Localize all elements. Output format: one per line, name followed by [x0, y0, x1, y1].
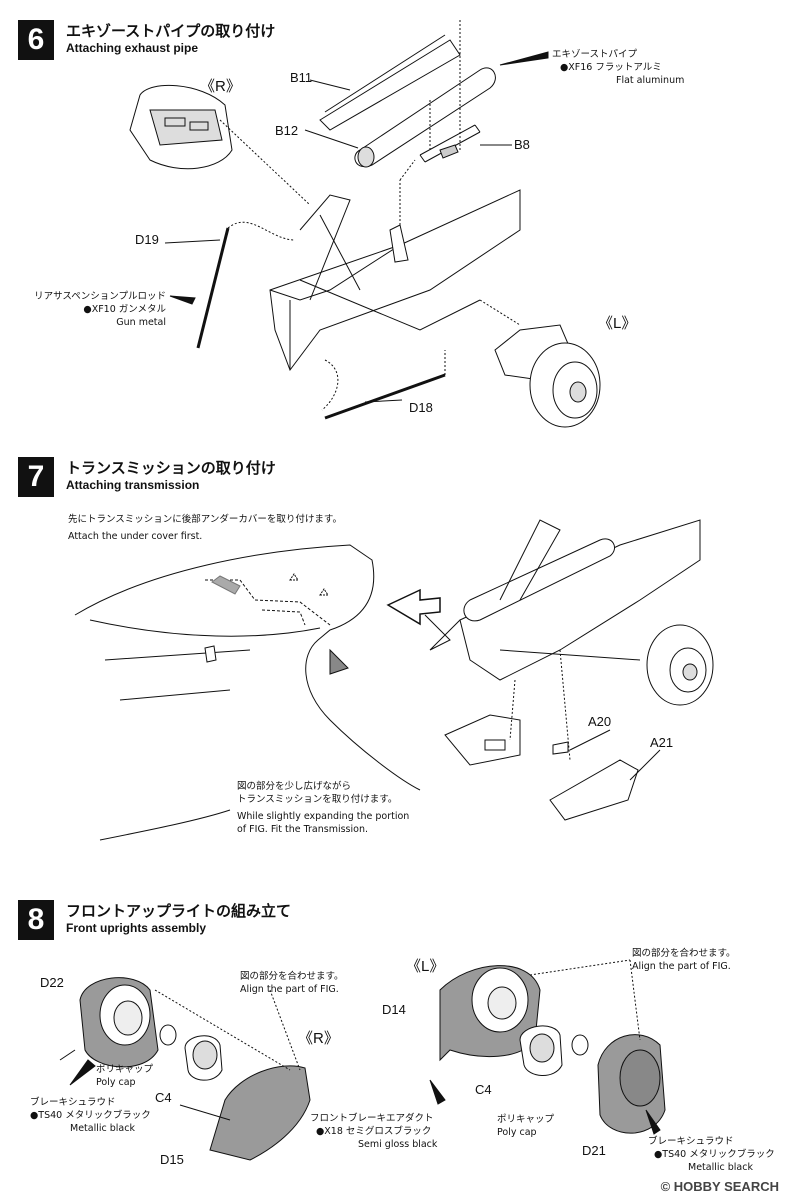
part-d19: D19	[135, 232, 159, 247]
step6-drawing	[129, 20, 601, 428]
shroud-l-en: Metallic black	[688, 1162, 753, 1173]
polycap-r-en: Poly cap	[96, 1077, 136, 1088]
shroud-r-en: Metallic black	[70, 1123, 135, 1134]
part-b11: B11	[290, 70, 313, 85]
align-note-r: 図の部分を合わせます。 Align the part of FIG.	[240, 970, 344, 996]
expand-note: 図の部分を少し広げながら トランスミッションを取り付けます。 While sli…	[237, 780, 409, 836]
part-b8: B8	[514, 137, 530, 152]
polycap-l-en: Poly cap	[497, 1127, 537, 1138]
shroud-note-r: ブレーキシュラウド ●TS40 メタリックブラック Metallic black	[30, 1096, 151, 1135]
duct-note: フロントブレーキエアダクト ●X18 セミグロスブラック Semi gloss …	[310, 1112, 437, 1151]
duct-jp: フロントブレーキエアダクト	[310, 1113, 434, 1124]
expand-jp-1: 図の部分を少し広げながら	[237, 781, 352, 792]
step8-drawing	[59, 959, 666, 1161]
step-title-jp: フロントアップライトの組み立て	[66, 902, 292, 920]
exhaust-en: Flat aluminum	[616, 75, 685, 86]
exhaust-note: エキゾーストパイプ ●XF16 フラットアルミ Flat aluminum	[552, 48, 684, 87]
part-b12: B12	[275, 123, 299, 138]
polycap-note-l: ポリキャップ Poly cap	[497, 1113, 554, 1139]
shroud-r-paint: ●TS40 メタリックブラック	[30, 1110, 151, 1121]
undercover-en: Attach the under cover first.	[68, 531, 203, 542]
pullrod-jp: リアサスペンションプルロッド	[34, 291, 166, 302]
polycap-note-r: ポリキャップ Poly cap	[96, 1063, 153, 1089]
part-d18: D18	[409, 400, 433, 415]
part-a20: A20	[588, 714, 612, 729]
part-d15: D15	[160, 1152, 184, 1167]
pullrod-en: Gun metal	[116, 317, 166, 328]
align-r-en: Align the part of FIG.	[240, 984, 339, 995]
side-label-l-8: 《L》	[406, 958, 445, 975]
duct-paint: ●X18 セミグロスブラック	[316, 1126, 432, 1137]
shroud-note-l: ブレーキシュラウド ●TS40 メタリックブラック Metallic black	[648, 1135, 775, 1174]
step-number: 6	[18, 20, 54, 60]
expand-en-2: of FIG. Fit the Transmission.	[237, 824, 369, 835]
step-title-jp: トランスミッションの取り付け	[66, 459, 276, 477]
align-l-jp: 図の部分を合わせます。	[632, 948, 736, 959]
part-a21: A21	[650, 735, 674, 750]
shroud-l-jp: ブレーキシュラウド	[648, 1136, 734, 1147]
exhaust-paint: ●XF16 フラットアルミ	[560, 62, 662, 73]
exhaust-jp: エキゾーストパイプ	[552, 49, 638, 60]
part-d14: D14	[382, 1002, 406, 1017]
side-label-l: 《L》	[598, 315, 637, 332]
step-title-en: Attaching exhaust pipe	[66, 41, 199, 55]
step-title-en: Front uprights assembly	[66, 921, 207, 935]
duct-en: Semi gloss black	[358, 1139, 438, 1150]
side-label-r-8: 《R》	[298, 1030, 339, 1047]
step-title-jp: エキゾーストパイプの取り付け	[66, 22, 276, 40]
watermark: © HOBBY SEARCH	[660, 1179, 779, 1194]
align-l-en: Align the part of FIG.	[632, 961, 731, 972]
polycap-l-jp: ポリキャップ	[497, 1114, 555, 1125]
expand-jp-2: トランスミッションを取り付けます。	[237, 794, 398, 805]
step7-drawing	[74, 519, 714, 841]
align-r-jp: 図の部分を合わせます。	[240, 971, 344, 982]
expand-en-1: While slightly expanding the portion	[237, 811, 410, 822]
pullrod-note: リアサスペンションプルロッド ●XF10 ガンメタル Gun metal	[24, 290, 166, 329]
shroud-r-jp: ブレーキシュラウド	[30, 1097, 116, 1108]
undercover-note: 先にトランスミッションに後部アンダーカバーを取り付けます。 Attach the…	[68, 513, 342, 543]
part-c4-r: C4	[155, 1090, 172, 1105]
pullrod-paint: ●XF10 ガンメタル	[83, 304, 166, 315]
step-number: 7	[18, 457, 54, 497]
align-note-l: 図の部分を合わせます。 Align the part of FIG.	[632, 947, 736, 973]
polycap-r-jp: ポリキャップ	[96, 1064, 154, 1075]
step-title-en: Attaching transmission	[66, 478, 200, 492]
part-d22: D22	[40, 975, 64, 990]
shroud-l-paint: ●TS40 メタリックブラック	[654, 1149, 775, 1160]
side-label-r: 《R》	[200, 78, 241, 95]
step-number: 8	[18, 900, 54, 940]
part-c4-l: C4	[475, 1082, 492, 1097]
undercover-jp: 先にトランスミッションに後部アンダーカバーを取り付けます。	[68, 514, 342, 525]
part-d21: D21	[582, 1143, 606, 1158]
